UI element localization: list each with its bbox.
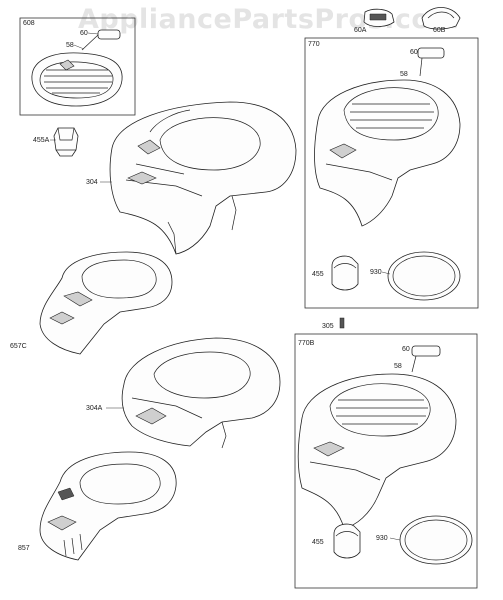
kit-608-box	[19, 17, 136, 116]
kit-770B-box	[294, 333, 478, 589]
part-60A-group[interactable]: 60A	[354, 8, 395, 34]
part-455A-group[interactable]: 455A	[33, 127, 79, 157]
label-305: 305	[322, 323, 334, 330]
label-770-60: 60	[410, 49, 418, 56]
blower-housing-770	[314, 79, 461, 227]
kit-770B-label: 770B	[298, 340, 315, 347]
starter-handle-770	[417, 47, 445, 77]
label-60B: 60B	[433, 27, 446, 34]
label-770-58: 58	[400, 71, 408, 78]
starter-handle-608	[81, 29, 121, 51]
label-770B-58: 58	[394, 363, 402, 370]
blower-housing-770B	[297, 373, 457, 529]
kit-608-label: 608	[23, 20, 35, 27]
part-455-770	[331, 255, 359, 291]
part-60B-group[interactable]: 60B	[421, 7, 461, 35]
label-455A: 455A	[33, 137, 50, 144]
kit-770-group[interactable]: 770 60 58 455 930	[304, 37, 479, 309]
label-60A: 60A	[354, 27, 367, 34]
part-930-770B	[399, 515, 473, 565]
watermark-text: AppliancePartsPros.com	[78, 4, 459, 35]
label-304: 304	[86, 179, 98, 186]
part-305-group[interactable]: 305	[322, 317, 345, 330]
label-857: 857	[18, 545, 30, 552]
starter-handle-770B	[411, 345, 441, 373]
part-857-group[interactable]: 857	[18, 451, 177, 561]
kit-770-box	[304, 37, 479, 309]
label-657C: 657C	[10, 343, 27, 350]
part-455-770B	[333, 523, 361, 559]
part-657C-group[interactable]: 657C	[10, 251, 173, 355]
label-770B-930: 930	[376, 535, 388, 542]
blower-housing-top-608	[31, 52, 123, 107]
label-304A: 304A	[86, 405, 103, 412]
kit-770-label: 770	[308, 41, 320, 48]
label-608-58: 58	[66, 42, 74, 49]
part-930-770	[387, 251, 461, 301]
kit-770B-group[interactable]: 770B 60 58 455 930	[294, 333, 478, 589]
part-304A-group[interactable]: 304A	[86, 337, 281, 449]
label-770-930: 930	[370, 269, 382, 276]
label-770-455: 455	[312, 271, 324, 278]
part-304-group[interactable]: 304	[86, 101, 297, 255]
kit-608-group[interactable]: 608 60 58	[19, 17, 136, 116]
label-770B-60: 60	[402, 346, 410, 353]
label-770B-455: 455	[312, 539, 324, 546]
label-608-60: 60	[80, 30, 88, 37]
